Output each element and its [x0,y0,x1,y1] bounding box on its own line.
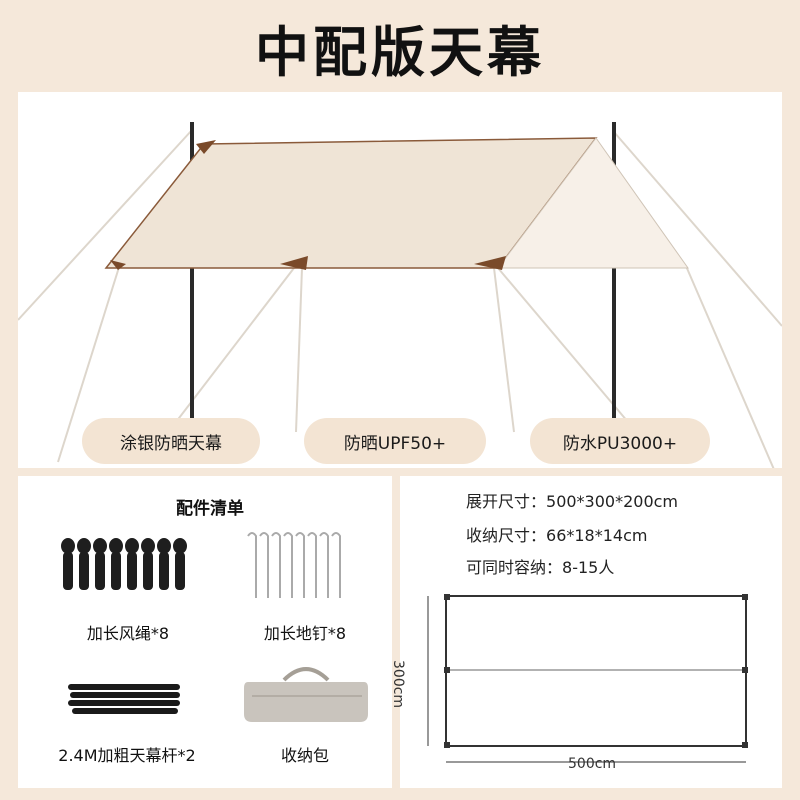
height-dimension-label: 300cm [390,660,406,709]
accessory-label-pole: 2.4M加粗天幕杆*2 [58,746,196,765]
spec-capacity: 可同时容纳：8-15人 [466,554,614,578]
tent-pole-icon [68,684,180,714]
tarp-illustration [17,122,783,489]
tarp-photo [17,92,783,489]
spec-value: 500*300*200cm [546,492,679,511]
accessory-label-bag: 收纳包 [280,746,329,765]
guy-rope-icon [61,538,187,590]
accessories-panel [18,476,392,788]
spec-folded-size: 收纳尺寸：66*18*14cm [466,522,647,546]
page-title: 中配版天幕 [255,21,545,84]
feature-badge-upf: 防晒UPF50+ [304,418,486,464]
accessory-label-stake: 加长地钉*8 [263,624,347,643]
tarp-dimension-diagram [427,594,748,763]
accessory-label-rope: 加长风绳*8 [86,624,170,643]
spec-value: 66*18*14cm [546,526,648,545]
storage-bag-icon [244,667,368,722]
accessories-heading: 配件清单 [176,499,244,519]
spec-unfolded-size: 展开尺寸：500*300*200cm [466,488,678,512]
feature-badge-silver-coating: 涂银防晒天幕 [82,418,260,464]
spec-label: 展开尺寸： [466,492,547,511]
feature-badge-waterproof: 防水PU3000+ [530,418,710,464]
spec-value: 8-15人 [562,558,615,577]
ground-stake-icon [247,532,341,598]
spec-label: 可同时容纳： [466,558,563,577]
width-dimension-label: 500cm [568,756,617,772]
spec-label: 收纳尺寸： [466,526,547,545]
